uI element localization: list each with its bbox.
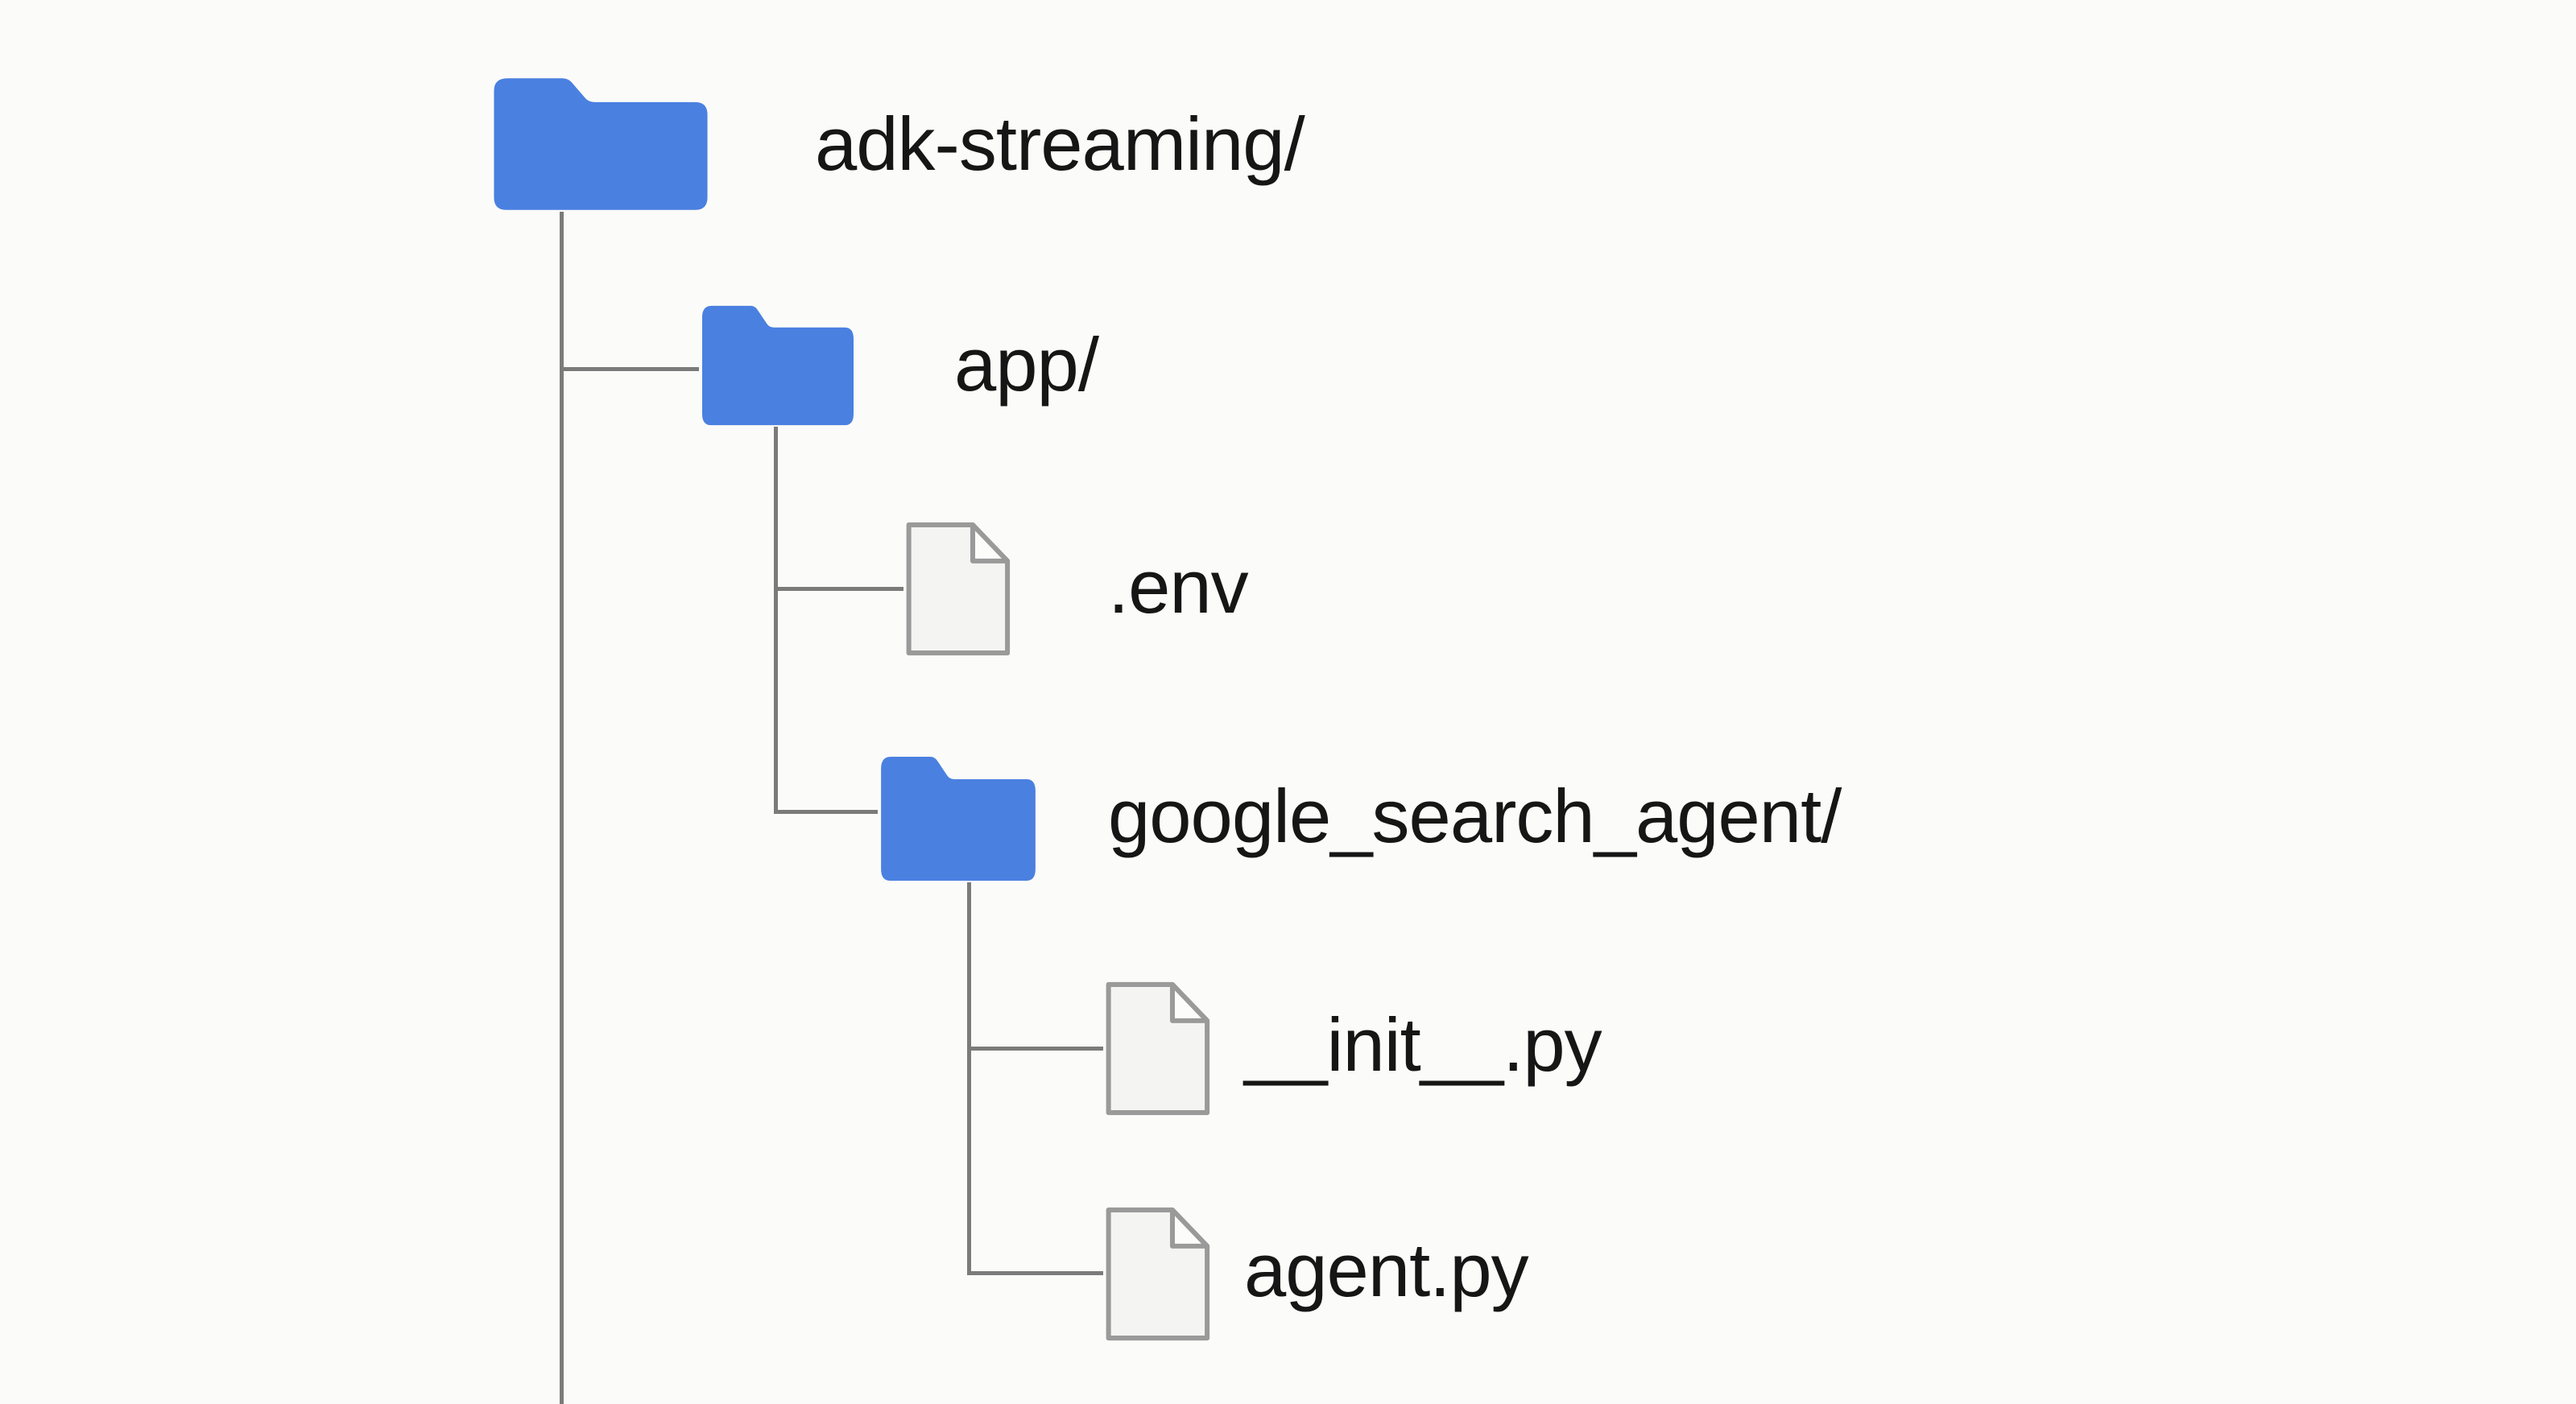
label-agent-py: agent.py (1244, 1227, 1529, 1312)
label-env: .env (1108, 543, 1249, 629)
folder-shape (881, 756, 1036, 882)
file-icon-agent-py (1102, 1204, 1213, 1344)
folder-shape (702, 305, 854, 426)
file-folded-corner (1169, 1207, 1210, 1249)
file-folded-corner (970, 522, 1011, 564)
folder-icon-google-search-agent (876, 754, 1040, 884)
connector-google-search-agent-trunk (967, 882, 971, 1275)
file-icon-init-py (1102, 979, 1213, 1118)
connector-app-trunk (774, 427, 778, 814)
folder-icon-adk-streaming (487, 75, 714, 213)
connector-branch-google-search-agent (774, 810, 878, 814)
label-app: app/ (954, 321, 1099, 407)
label-google-search-agent: google_search_agent/ (1108, 773, 1842, 858)
folder-icon-app (697, 303, 858, 428)
label-adk-streaming: adk-streaming/ (815, 101, 1305, 186)
connector-branch-init-py (967, 1047, 1103, 1051)
file-folded-corner (1169, 981, 1210, 1023)
file-icon-env (902, 519, 1013, 659)
connector-branch-agent-py (967, 1271, 1103, 1275)
connector-branch-app (560, 367, 699, 371)
connector-root-trunk (560, 212, 564, 1404)
label-init-py: __init__.py (1244, 1001, 1602, 1087)
connector-branch-env (774, 587, 903, 591)
folder-shape (494, 78, 708, 210)
